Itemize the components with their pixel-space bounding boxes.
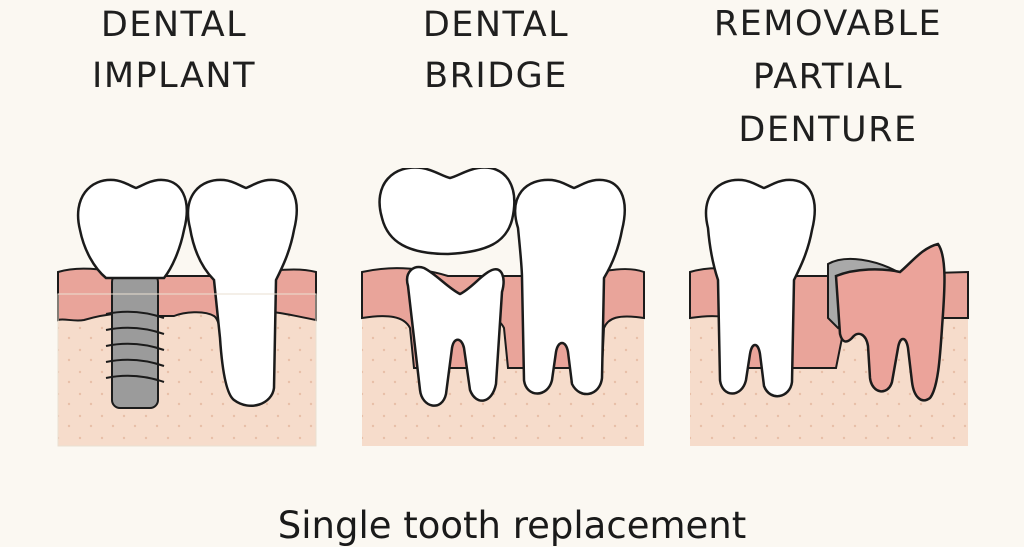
dental-bridge-illustration	[361, 168, 645, 446]
denture-saddle	[834, 242, 946, 402]
implant-crown	[76, 178, 188, 280]
partial-denture-illustration	[689, 178, 969, 446]
dental-implant-illustration	[57, 178, 317, 447]
natural-tooth	[513, 178, 626, 396]
bridge-crown	[378, 168, 516, 256]
title-dental-implant: DENTAL IMPLANT	[92, 5, 256, 96]
caption: Single tooth replacement	[277, 504, 747, 547]
natural-tooth	[186, 178, 298, 407]
prepared-tooth	[405, 265, 505, 407]
title-removable-partial-denture: REMOVABLE PARTIAL DENTURE	[713, 4, 943, 150]
title-dental-bridge: DENTAL BRIDGE	[422, 5, 570, 96]
natural-tooth	[704, 178, 816, 398]
